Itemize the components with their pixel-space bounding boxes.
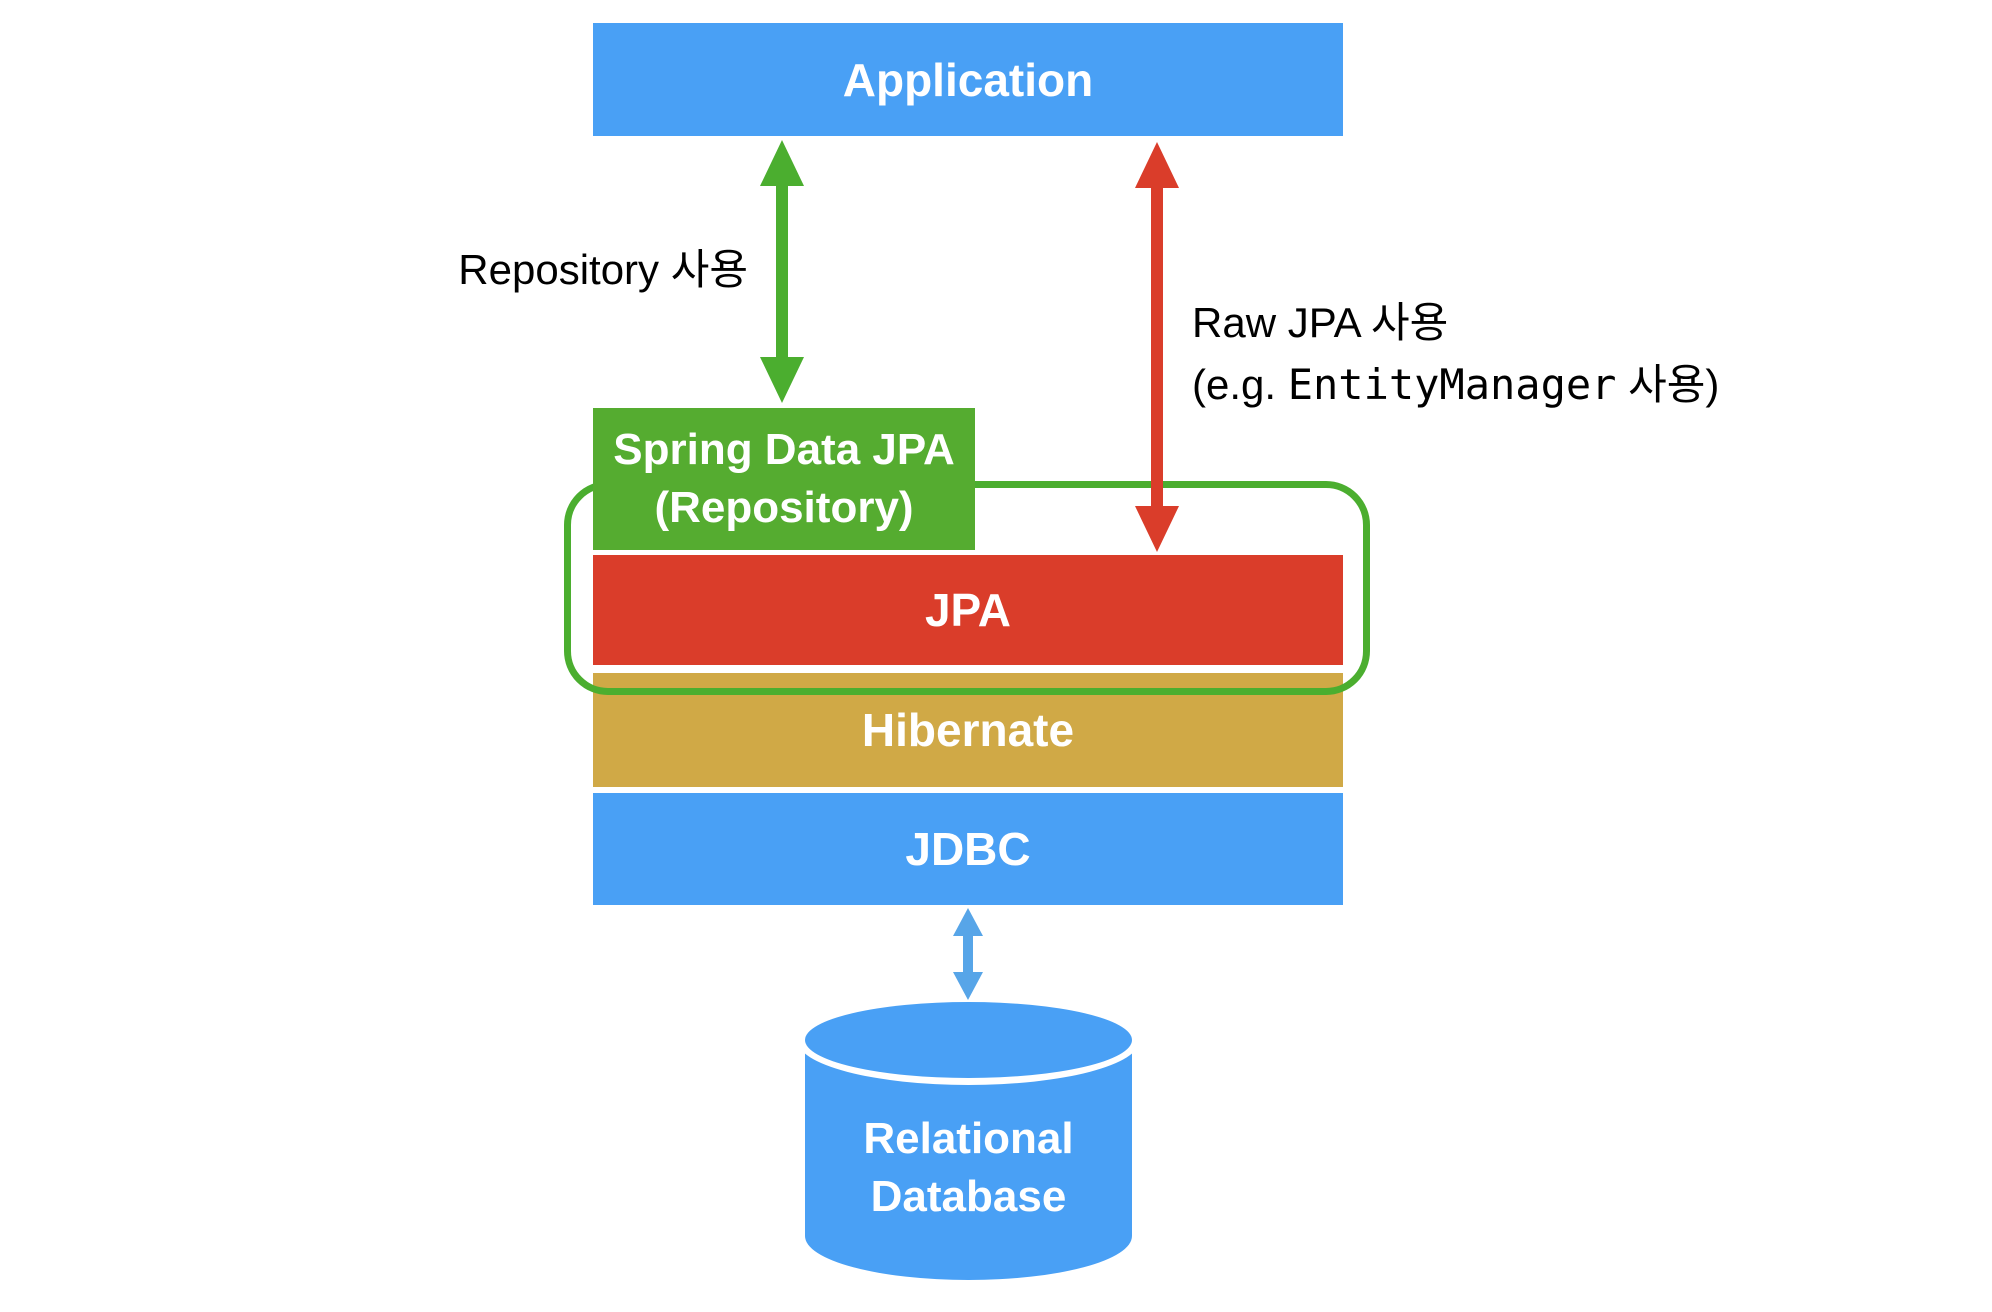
jdbc-box: JDBC [593,793,1343,905]
entitymanager-code-text: EntityManager [1287,360,1617,409]
double-arrow-icon [1135,142,1179,552]
raw-jpa-usage-line2: (e.g. EntityManager 사용) [1192,354,1719,416]
relational-database-label: Relational Database [805,1110,1132,1226]
repository-usage-arrow [760,140,804,403]
spring-data-jpa-box: Spring Data JPA (Repository) [593,408,975,550]
hibernate-label: Hibernate [861,704,1075,756]
relational-database-line1: Relational [863,1114,1074,1163]
application-label: Application [842,53,1094,106]
double-arrow-icon [760,140,804,403]
relational-database-line2: Database [870,1172,1067,1221]
jpa-box: JPA [593,555,1343,665]
application-box: Application [593,23,1343,136]
jdbc-label: JDBC [905,823,1031,875]
spring-data-jpa-label-line2: (Repository) [654,483,914,532]
raw-jpa-usage-label: Raw JPA 사용 (e.g. EntityManager 사용) [1192,292,1719,416]
double-arrow-icon [953,908,983,1000]
database-cylinder-top [805,1002,1132,1078]
raw-jpa-line2-suffix: 사용) [1616,361,1720,408]
repository-usage-text: Repository 사용 [458,246,748,293]
raw-jpa-usage-line1: Raw JPA 사용 [1192,299,1449,346]
raw-jpa-usage-arrow [1135,142,1179,552]
repository-usage-label: Repository 사용 [380,244,748,296]
raw-jpa-line2-prefix: (e.g. [1192,361,1288,408]
jdbc-database-arrow [953,908,983,1000]
spring-data-jpa-label-line1: Spring Data JPA [613,425,955,474]
jpa-label: JPA [924,584,1012,636]
